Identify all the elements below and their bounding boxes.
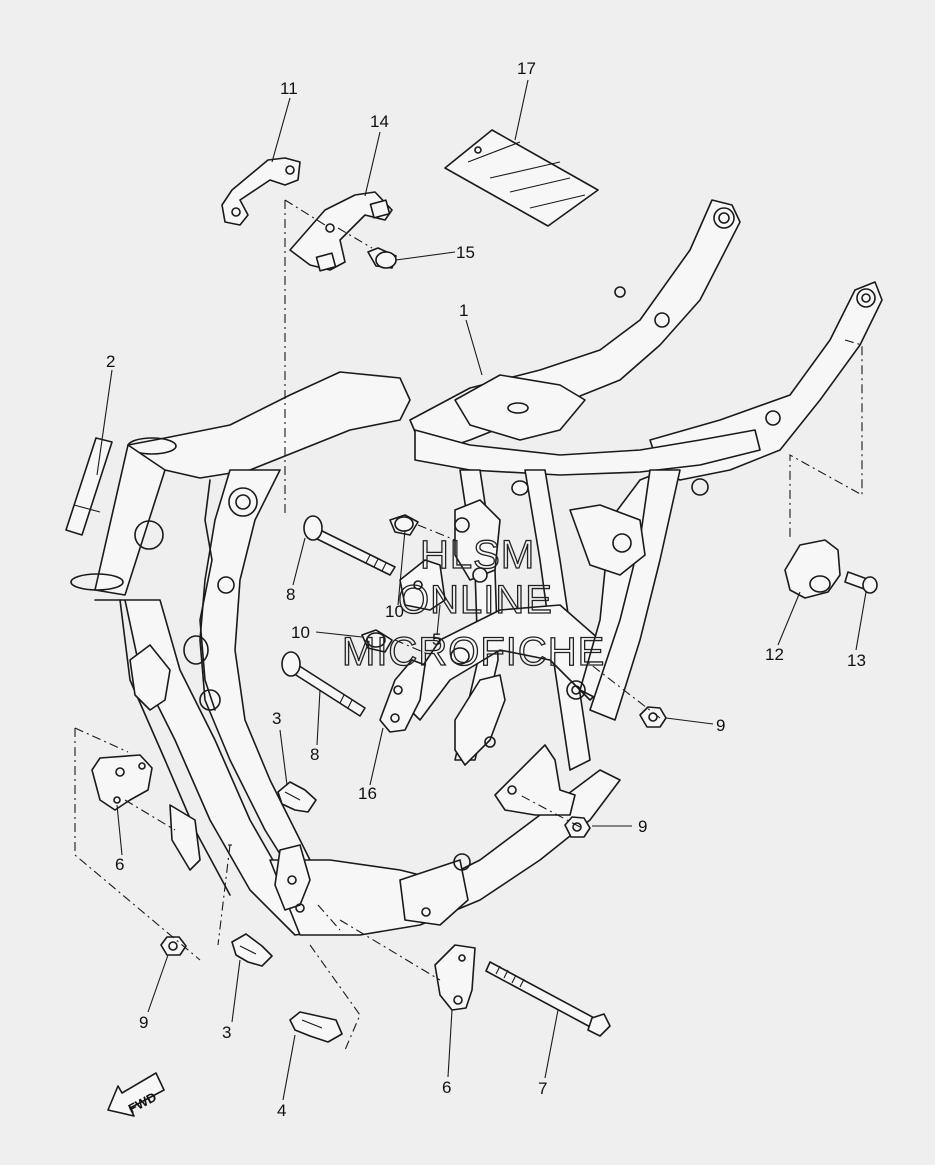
callout-13: 13 (847, 651, 866, 670)
leader-lines (96, 79, 867, 1101)
nut-cluster (450, 480, 529, 665)
callout-6-left: 6 (115, 855, 124, 874)
callout-6-lower: 6 (442, 1078, 451, 1097)
callout-9-left: 9 (139, 1013, 148, 1032)
callout-3-upper: 3 (272, 709, 281, 728)
callout-11: 11 (280, 79, 298, 98)
clip-4 (289, 1011, 343, 1043)
callout-14: 14 (370, 112, 389, 131)
callout-10-lower: 10 (291, 623, 310, 642)
bolt-10-lower (361, 629, 393, 653)
callout-1: 1 (459, 301, 468, 320)
document-bag (444, 129, 599, 227)
watermark: HLSM ONLINE MICROFICHE (341, 532, 605, 674)
main-frame (70, 199, 883, 936)
bracket-6-lower (434, 944, 476, 1011)
callout-4: 4 (277, 1101, 286, 1120)
callout-9-right-lower: 9 (638, 817, 647, 836)
callout-15: 15 (456, 243, 475, 262)
bolt-8-upper (303, 515, 396, 576)
callout-10-upper: 10 (385, 602, 404, 621)
watermark-line1: HLSM (420, 533, 535, 577)
engine-bracket-5 (399, 559, 446, 611)
bolt-10-upper (389, 514, 419, 536)
callout-17: 17 (517, 59, 536, 78)
bolt-15 (367, 247, 397, 269)
nut-9-right-lower (564, 816, 591, 838)
bracket-6-left (91, 754, 153, 811)
mount-12 (784, 539, 841, 599)
bolt-8-lower (281, 651, 366, 717)
callout-7: 7 (538, 1079, 547, 1098)
bolt-7 (485, 961, 611, 1037)
callout-16: 16 (358, 784, 377, 803)
fwd-arrow-icon: FWD (107, 1072, 165, 1117)
bolt-13 (844, 571, 878, 594)
clip-3-upper (277, 781, 317, 813)
callout-3-lower: 3 (222, 1023, 231, 1042)
decal-strip (65, 437, 113, 536)
nut-9-left (160, 936, 187, 956)
callout-12: 12 (765, 645, 784, 664)
nut-9-right-upper (639, 706, 667, 728)
clip-3-lower (231, 933, 273, 967)
watermark-line2: ONLINE (398, 578, 553, 622)
callout-8-lower: 8 (310, 745, 319, 764)
callout-5: 5 (432, 630, 441, 649)
assembly-lines (74, 199, 863, 1051)
bracket-11 (221, 157, 301, 226)
callout-labels: 1 2 3 3 4 5 6 6 7 8 8 9 9 9 10 10 11 12 … (106, 59, 866, 1120)
callout-9-right-upper: 9 (716, 716, 725, 735)
callout-2: 2 (106, 352, 115, 371)
bracket-14 (289, 191, 393, 272)
watermark-line3: MICROFICHE (342, 630, 605, 674)
engine-bracket-16 (379, 659, 426, 733)
callout-8-upper: 8 (286, 585, 295, 604)
